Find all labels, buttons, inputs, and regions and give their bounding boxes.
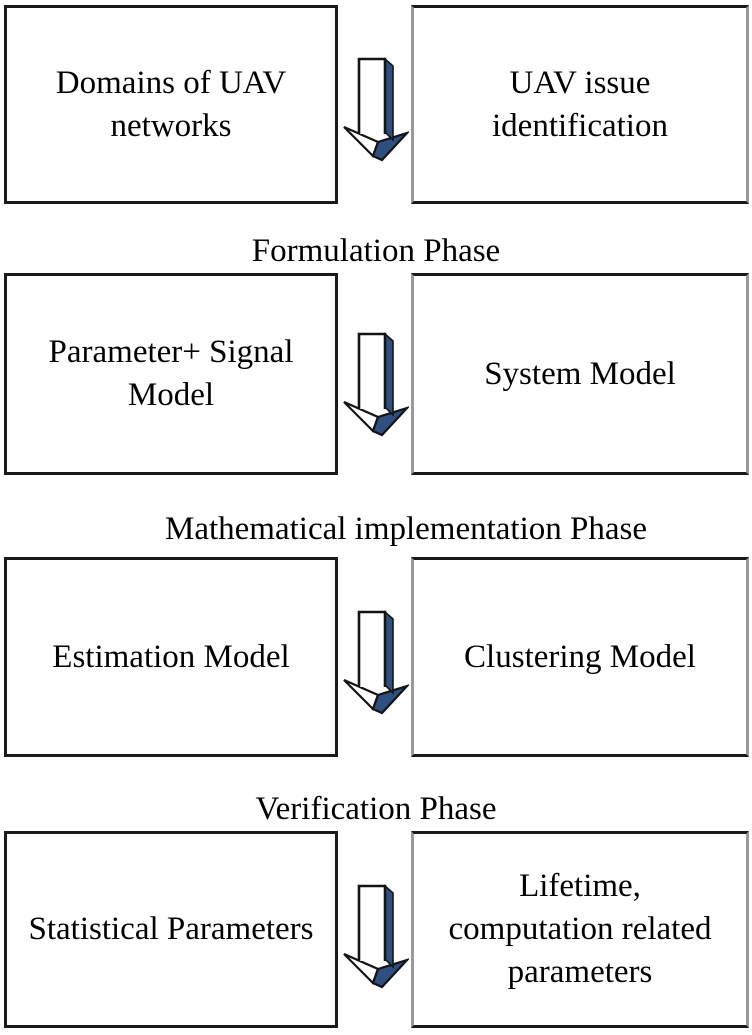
- box-text: UAV issue identification: [492, 64, 668, 144]
- down-arrow-3d-icon: [343, 332, 409, 437]
- box-text: Estimation Model: [52, 638, 290, 675]
- flow-box-domains-of-uav-networks: Domains of UAV networks: [4, 5, 338, 204]
- flow-box-estimation-model: Estimation Model: [4, 557, 338, 757]
- box-text: Clustering Model: [464, 638, 696, 675]
- arrow-shaft: [357, 610, 387, 687]
- down-arrow-3d-icon: [343, 884, 409, 989]
- phase-label-verification: Verification Phase: [255, 791, 497, 827]
- arrow-head-shaded-face: [371, 684, 409, 715]
- arrow-head-shaded-face: [371, 958, 409, 989]
- phase-label-formulation: Formulation Phase: [251, 233, 501, 269]
- arrow-head-shaded-face: [371, 131, 409, 162]
- flow-box-uav-issue-identification: UAV issue identification: [411, 5, 749, 204]
- down-arrow-3d-icon: [343, 610, 409, 715]
- flow-box-statistical-parameters: Statistical Parameters: [4, 831, 338, 1028]
- phase-label-mathematical-implementation: Mathematical implementation Phase: [164, 511, 648, 547]
- flow-box-lifetime-computation-parameters: Lifetime, computation related parameters: [411, 831, 749, 1028]
- flow-box-clustering-model: Clustering Model: [411, 557, 749, 757]
- arrow-shaft: [357, 57, 387, 134]
- arrow-shaft: [357, 884, 387, 961]
- box-text: Statistical Parameters: [28, 911, 314, 948]
- box-text: Lifetime, computation related parameters: [448, 868, 712, 990]
- arrow-head-shaded-face: [371, 406, 409, 437]
- box-text: Domains of UAV networks: [55, 64, 287, 144]
- flow-box-parameter-signal-model: Parameter+ Signal Model: [4, 273, 338, 475]
- flow-box-system-model: System Model: [411, 273, 749, 475]
- down-arrow-3d-icon: [343, 57, 409, 162]
- arrow-shaft: [357, 332, 387, 409]
- box-text: Parameter+ Signal Model: [48, 334, 294, 413]
- box-text: System Model: [484, 355, 676, 392]
